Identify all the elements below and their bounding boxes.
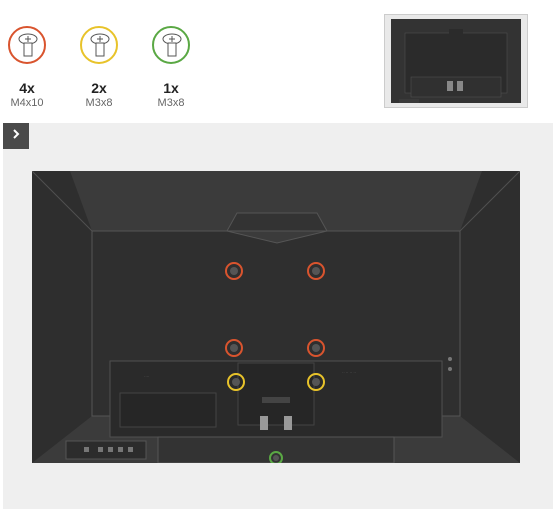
screw-qty: 4x bbox=[0, 80, 57, 96]
screw-size: M4x10 bbox=[0, 97, 57, 109]
screw-qty: 2x bbox=[69, 80, 129, 96]
svg-text:····: ···· bbox=[144, 374, 149, 379]
next-button[interactable] bbox=[3, 123, 29, 149]
screw-icon bbox=[152, 26, 190, 64]
overview-thumbnail[interactable] bbox=[384, 14, 528, 108]
screw-qty: 1x bbox=[141, 80, 201, 96]
screw-size: M3x8 bbox=[69, 97, 129, 109]
chevron-right-icon bbox=[10, 127, 22, 145]
screw-icon bbox=[80, 26, 118, 64]
monitor-back-illustration: ···· ·· ·· ·· ·· bbox=[32, 171, 520, 463]
screw-icon bbox=[8, 26, 46, 64]
screw-size: M3x8 bbox=[141, 97, 201, 109]
svg-text:·· ·· ·· ··: ·· ·· ·· ·· bbox=[342, 370, 356, 375]
